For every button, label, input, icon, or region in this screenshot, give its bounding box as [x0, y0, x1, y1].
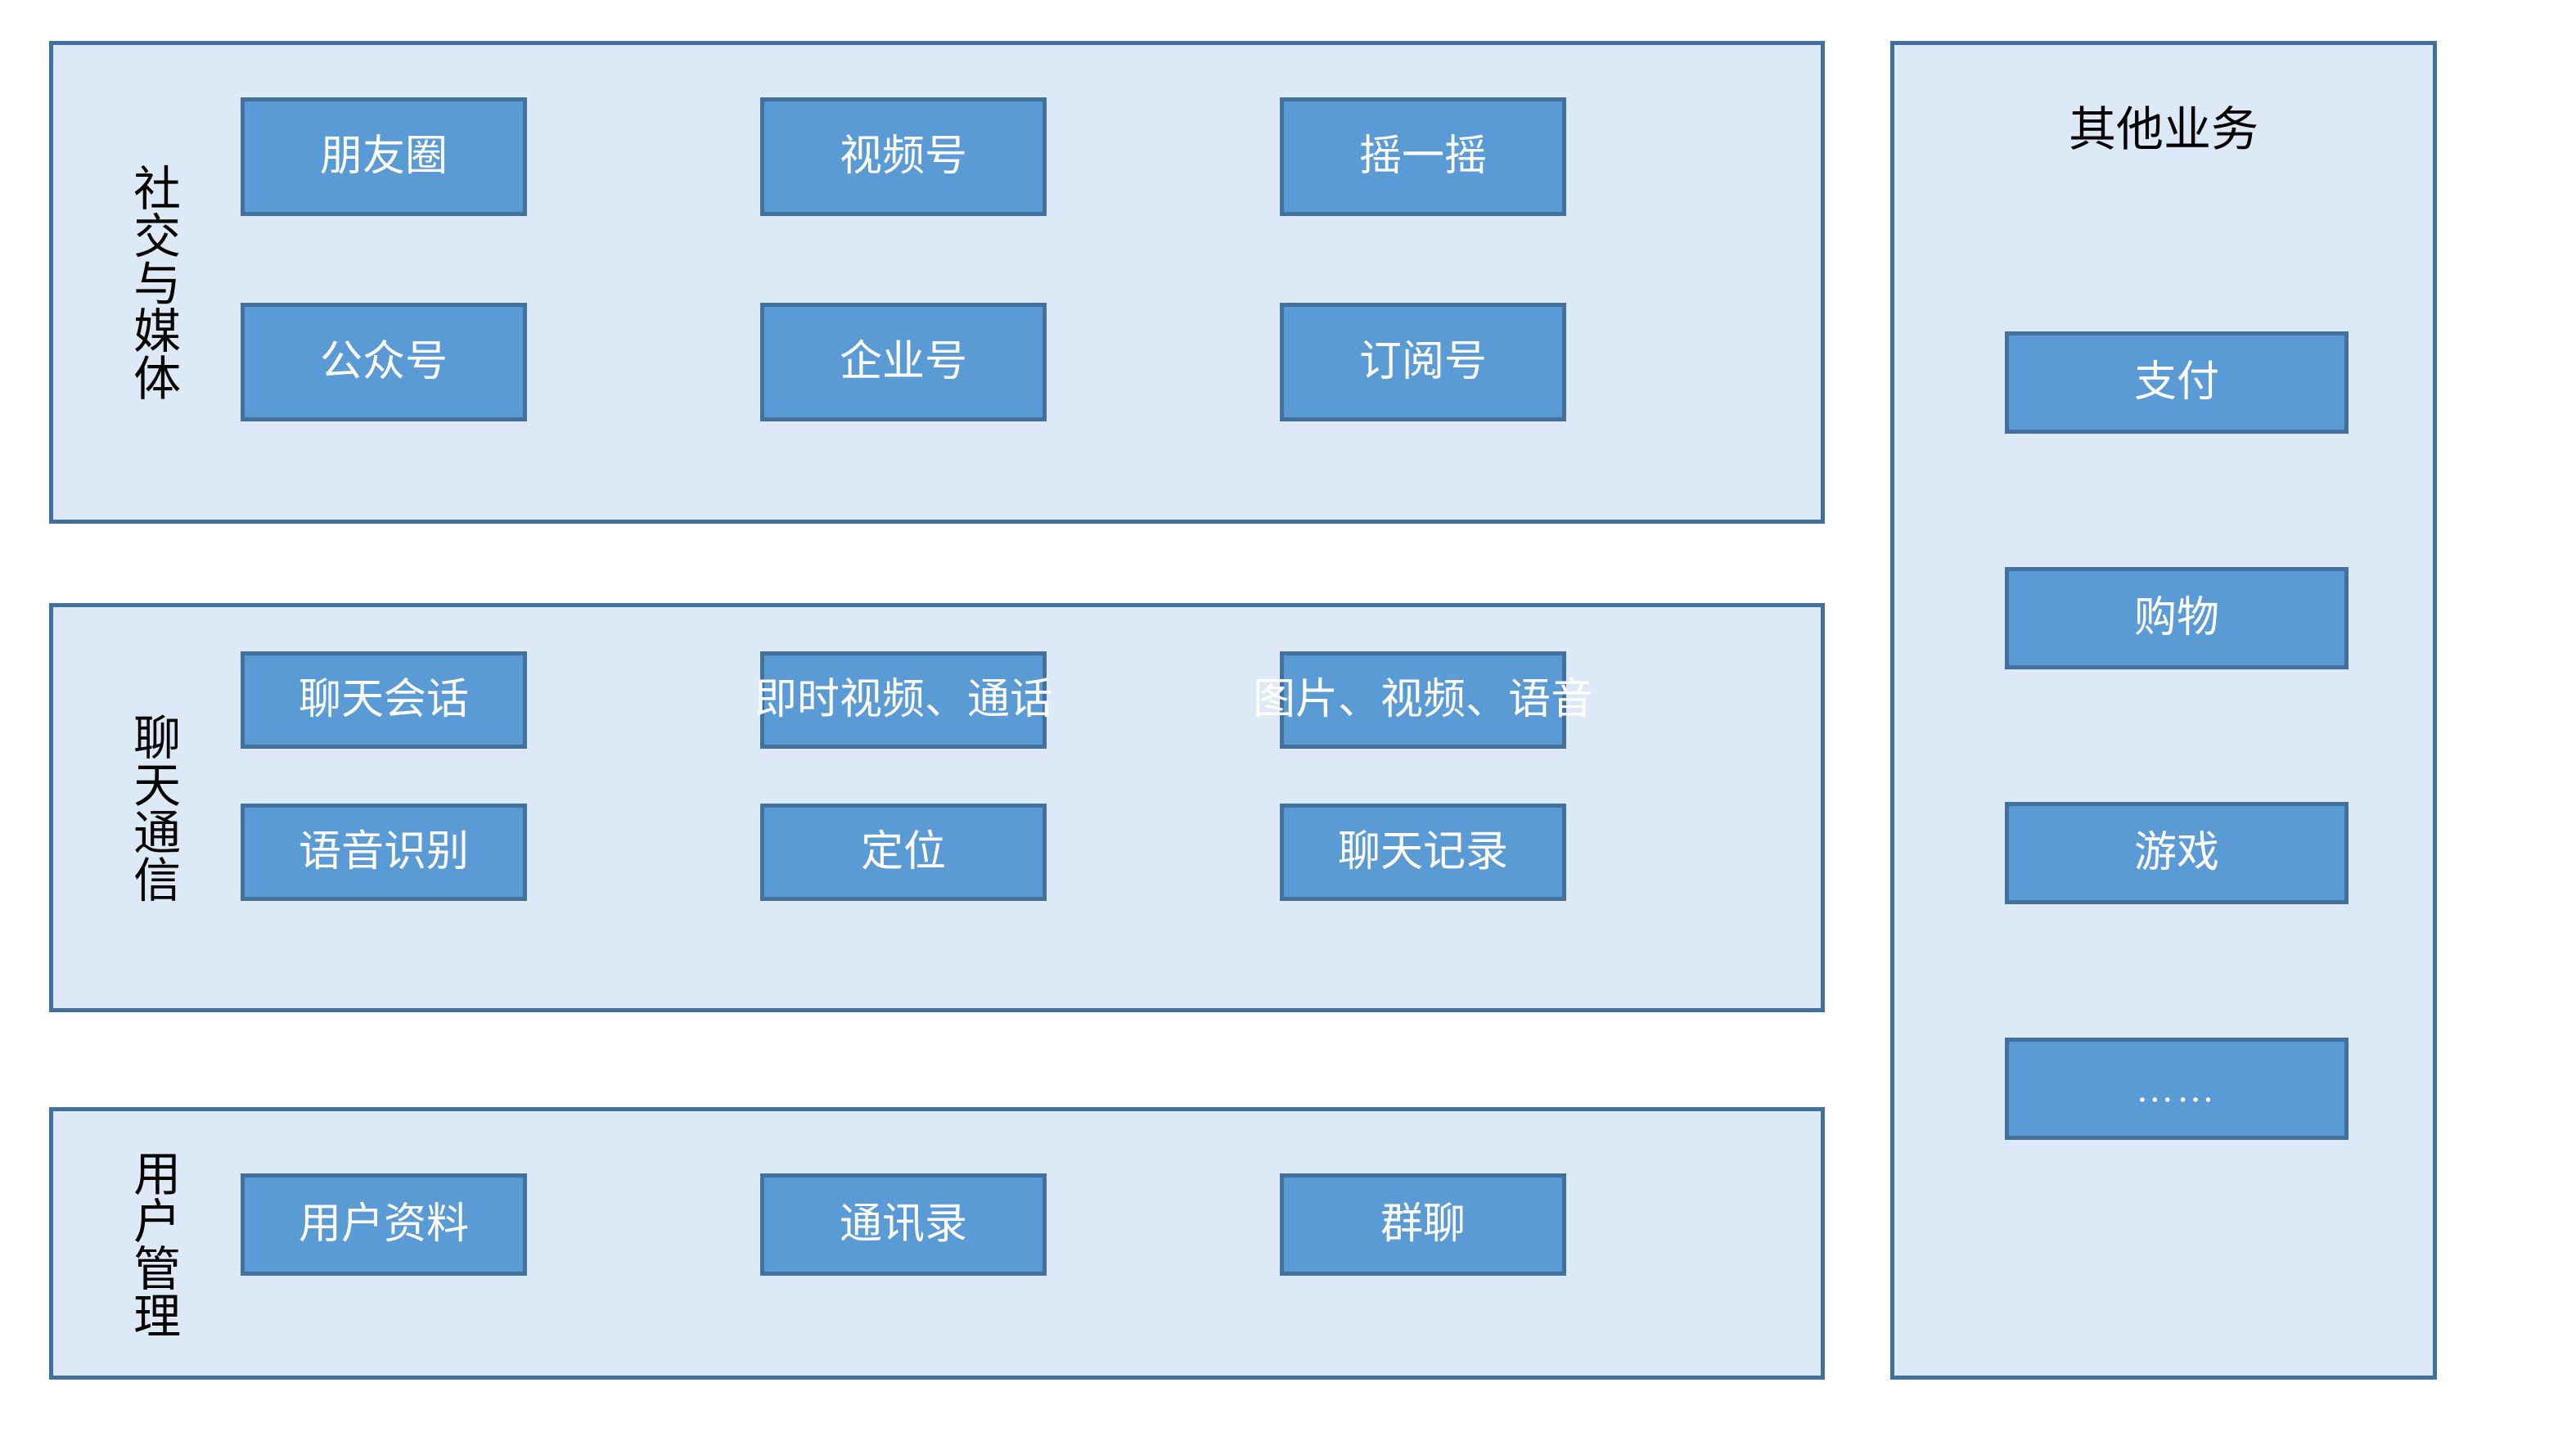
- item-box-yonghuziliao[interactable]: 用户资料: [241, 1173, 527, 1276]
- item-box-gongzhonghao[interactable]: 公众号: [241, 303, 527, 421]
- item-box-zhifu[interactable]: 支付: [2005, 331, 2349, 434]
- item-box-liaotianhuihua[interactable]: 聊天会话: [241, 651, 527, 749]
- item-box-tupian-shipin-yuyin[interactable]: 图片、视频、语音: [1253, 651, 1593, 749]
- item-box-tongxunlu[interactable]: 通讯录: [760, 1173, 1047, 1276]
- group-panel-other-business: 其他业务 支付 购物 游戏 ……: [1890, 41, 2437, 1380]
- item-box-qiyehao[interactable]: 企业号: [760, 303, 1047, 421]
- item-box-jishishipin-tonghua[interactable]: 即时视频、通话: [754, 651, 1052, 749]
- panel-title-other-business: 其他业务: [2068, 103, 2259, 156]
- item-box-dingwei[interactable]: 定位: [760, 804, 1047, 901]
- item-box-qunliao[interactable]: 群聊: [1280, 1173, 1566, 1276]
- group-label-chat: 聊天通信: [126, 713, 180, 903]
- item-box-gouwu[interactable]: 购物: [2005, 567, 2349, 669]
- group-panel-chat: 聊天通信 聊天会话 即时视频、通话 图片、视频、语音 语音识别 定位 聊天记录: [49, 603, 1825, 1012]
- group-label-user: 用户管理: [126, 1148, 180, 1339]
- group-panel-social: 社交与媒体 朋友圈 视频号 摇一摇 公众号 企业号 订阅号: [49, 41, 1825, 524]
- item-box-liaotianjilu[interactable]: 聊天记录: [1280, 804, 1566, 901]
- item-box-shipinhao[interactable]: 视频号: [760, 97, 1047, 216]
- item-box-yaoyiyao[interactable]: 摇一摇: [1280, 97, 1566, 216]
- item-box-dingyuehao[interactable]: 订阅号: [1280, 303, 1566, 421]
- group-label-social: 社交与媒体: [126, 164, 180, 401]
- item-box-pengyouquan[interactable]: 朋友圈: [241, 97, 527, 216]
- item-box-yuyinshibie[interactable]: 语音识别: [241, 804, 527, 901]
- item-box-ellipsis[interactable]: ……: [2005, 1038, 2349, 1140]
- item-box-youxi[interactable]: 游戏: [2005, 802, 2349, 904]
- group-panel-user: 用户管理 用户资料 通讯录 群聊: [49, 1107, 1825, 1380]
